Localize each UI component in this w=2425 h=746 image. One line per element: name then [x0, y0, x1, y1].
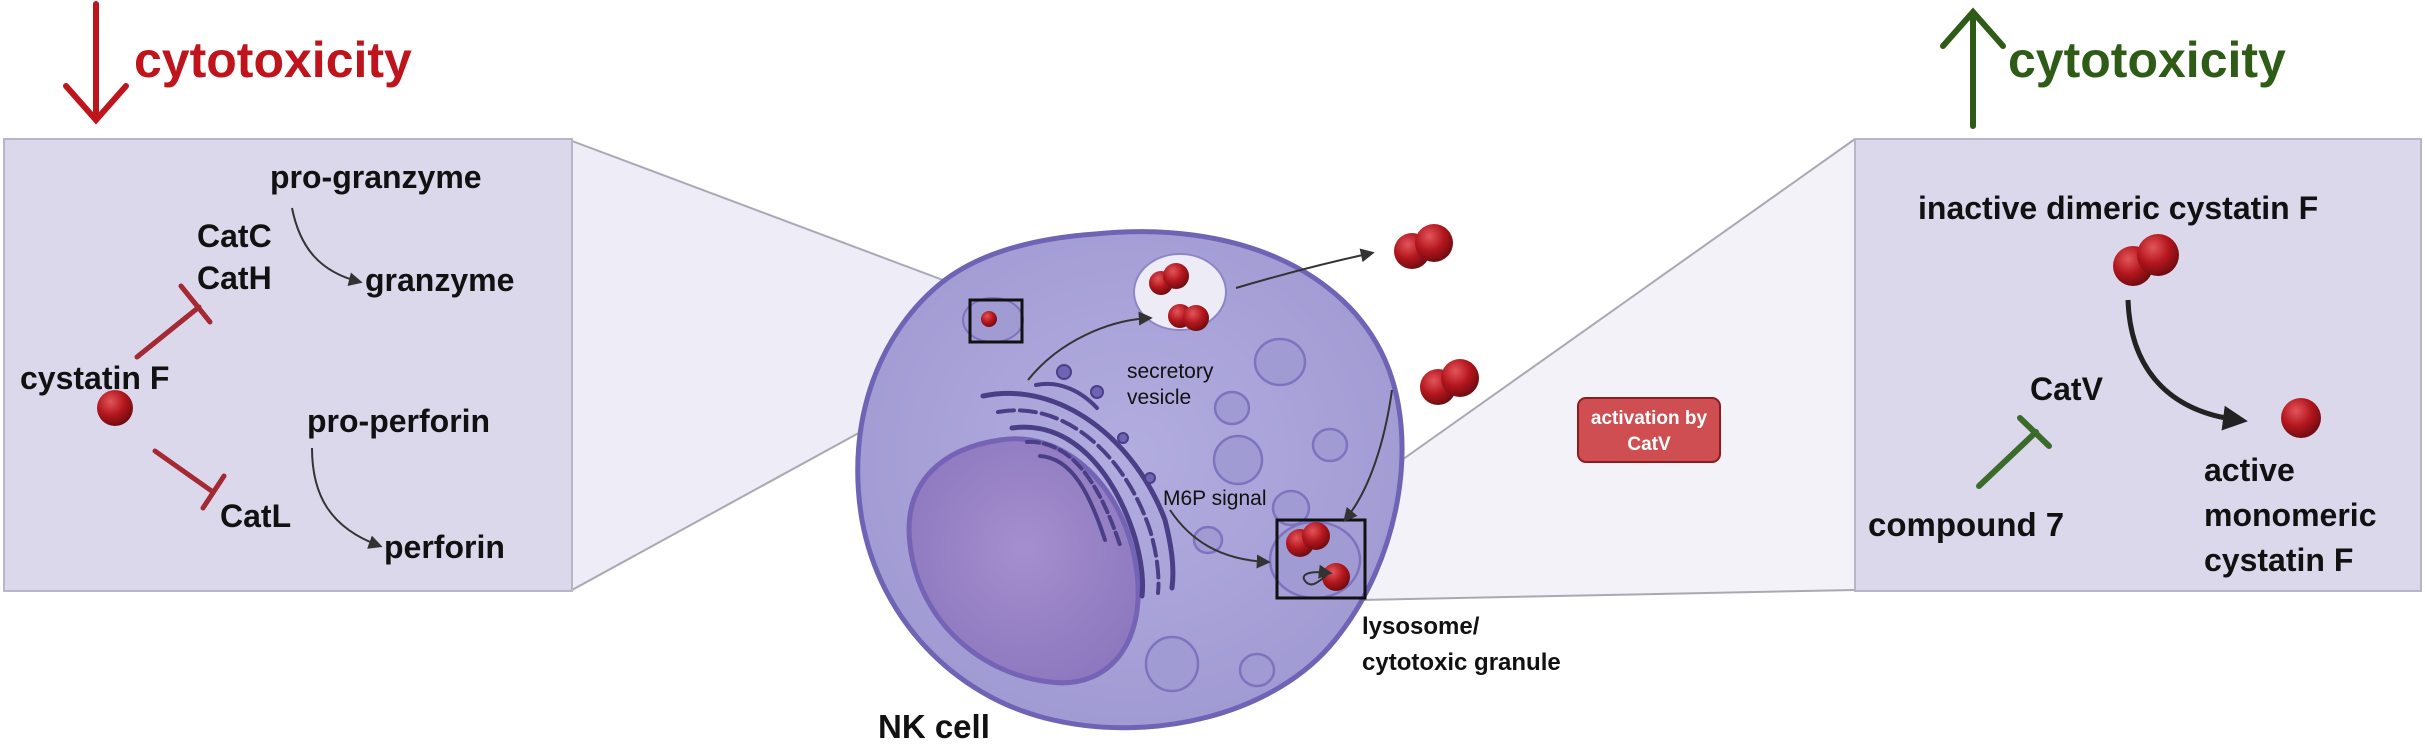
- lysosome-label: lysosome/: [1362, 613, 1480, 640]
- catv-label: CatV: [2030, 371, 2104, 407]
- m6p-signal-label: M6P signal: [1163, 487, 1267, 510]
- down-arrow-icon: [63, 1, 129, 125]
- cystatin-dimer-icon: [2113, 234, 2179, 286]
- nk-cell-label: NK cell: [878, 708, 990, 745]
- activation-badge: activation by CatV: [1577, 397, 1721, 463]
- zoom-box-left: [968, 298, 1024, 344]
- inhibition-catv: [1976, 415, 2052, 489]
- left-headline: cytotoxicity: [134, 32, 412, 88]
- nucleus: [906, 436, 1141, 686]
- active-monomer-label-2: monomeric: [2204, 497, 2376, 533]
- lysosome: [1268, 518, 1367, 600]
- secretory-vesicle: [1133, 253, 1227, 331]
- right-headline: cytotoxicity: [2008, 32, 2286, 88]
- activation-badge-line2: CatV: [1627, 434, 1671, 455]
- inhibition-catc-cath: [134, 283, 213, 360]
- right-panel: cytotoxicity inactive dimeric cystatin F…: [1854, 7, 2422, 592]
- up-arrow-icon: [1940, 7, 2006, 129]
- active-monomer-label-1: active: [2204, 452, 2295, 488]
- inactive-dimer-label: inactive dimeric cystatin F: [1918, 190, 2318, 226]
- zoom-wedge-right: [1320, 139, 1855, 600]
- activation-badge-line1: activation by: [1591, 408, 1708, 429]
- golgi-icon: [980, 364, 1176, 599]
- secretory-vesicle-label-2: vesicle: [1127, 386, 1191, 409]
- pro-granzyme-label: pro-granzyme: [270, 159, 482, 195]
- granzyme-label: granzyme: [365, 262, 514, 298]
- pro-perforin-label: pro-perforin: [307, 403, 490, 439]
- active-monomer-label-3: cystatin F: [2204, 542, 2353, 578]
- cystatin-f-label: cystatin F: [20, 360, 169, 396]
- inhibition-catl: [152, 448, 227, 511]
- cath-label: CatH: [197, 260, 272, 296]
- secretory-vesicle-label: secretory: [1127, 360, 1214, 383]
- zoom-box-right: [1275, 518, 1367, 600]
- compound-label: compound 7: [1868, 506, 2064, 543]
- zoom-wedge-left: [572, 141, 1023, 590]
- cystatin-monomer-icon: [97, 390, 133, 426]
- catc-label: CatC: [197, 218, 272, 254]
- catl-label: CatL: [220, 498, 291, 534]
- nk-cell: secretory vesicle M6P signal lysosome/ c…: [855, 224, 1561, 745]
- perforin-label: perforin: [384, 529, 505, 565]
- cystatin-dimer-icon: [1420, 359, 1479, 405]
- cystatin-monomer-icon: [2281, 398, 2321, 438]
- cystatin-dimer-icon: [1394, 224, 1453, 269]
- lysosome-label-2: cytotoxic granule: [1362, 649, 1561, 676]
- organelles: [1144, 337, 1349, 693]
- left-panel: cytotoxicity pro-granzyme CatC CatH gran…: [3, 1, 573, 592]
